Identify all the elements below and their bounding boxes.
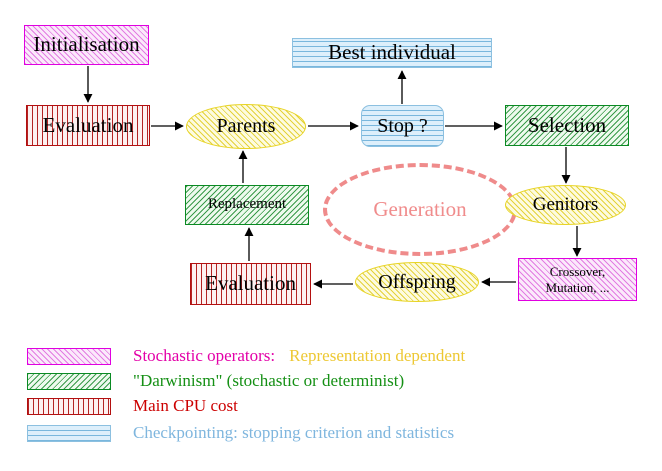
node-replacement-label: Replacement: [207, 196, 287, 213]
node-stop-label: Stop ?: [377, 114, 428, 137]
node-initialisation[interactable]: Initialisation: [24, 25, 149, 65]
legend: Stochastic operators: Representation dep…: [0, 338, 662, 448]
node-genitors[interactable]: Genitors: [505, 185, 626, 225]
node-selection[interactable]: Selection: [505, 105, 629, 146]
legend-label-representation-dependent: Representation dependent: [289, 346, 466, 365]
node-evaluation-bottom-label: Evaluation: [205, 271, 296, 296]
node-evaluation-top[interactable]: Evaluation: [26, 105, 150, 146]
node-crossover-line1: Crossover,: [549, 264, 606, 280]
node-stop-decision[interactable]: Stop ?: [361, 105, 444, 147]
green-hatch-swatch: [27, 372, 111, 390]
red-vertical-hatch-swatch: [27, 397, 111, 415]
node-best-individual-label: Best individual: [328, 40, 456, 65]
legend-label-checkpointing: Checkpointing: stopping criterion and st…: [133, 423, 455, 442]
node-parents[interactable]: Parents: [186, 104, 306, 149]
node-parents-label: Parents: [216, 115, 276, 138]
node-crossover-line2: Mutation, ...: [545, 279, 610, 295]
node-evaluation-top-label: Evaluation: [42, 112, 134, 137]
blue-horizontal-hatch-swatch: [27, 424, 111, 442]
magenta-hatch-swatch: [27, 347, 111, 365]
node-initialisation-label: Initialisation: [33, 32, 140, 57]
node-crossover-mutation[interactable]: Crossover, Mutation, ...: [518, 258, 637, 301]
node-generation-label: Generation: [373, 197, 467, 221]
node-offspring[interactable]: Offspring: [355, 262, 479, 302]
legend-label-darwinism: "Darwinism" (stochastic or determinist): [133, 371, 405, 390]
legend-row-stochastic-operators: Stochastic operators: Representation dep…: [27, 346, 465, 366]
legend-label-main-cpu-cost: Main CPU cost: [133, 396, 238, 415]
node-best-individual[interactable]: Best individual: [292, 38, 492, 68]
node-replacement[interactable]: Replacement: [185, 185, 309, 225]
node-offspring-label: Offspring: [378, 270, 456, 293]
node-genitors-label: Genitors: [532, 194, 599, 216]
legend-row-main-cpu-cost: Main CPU cost: [27, 396, 238, 416]
node-selection-label: Selection: [527, 112, 607, 137]
legend-row-checkpointing: Checkpointing: stopping criterion and st…: [27, 423, 454, 443]
legend-row-darwinism: "Darwinism" (stochastic or determinist): [27, 371, 404, 391]
node-evaluation-bottom[interactable]: Evaluation: [190, 263, 311, 305]
node-generation-loop-annotation: Generation: [323, 163, 517, 256]
legend-label-stochastic-operators: Stochastic operators:: [133, 346, 276, 365]
